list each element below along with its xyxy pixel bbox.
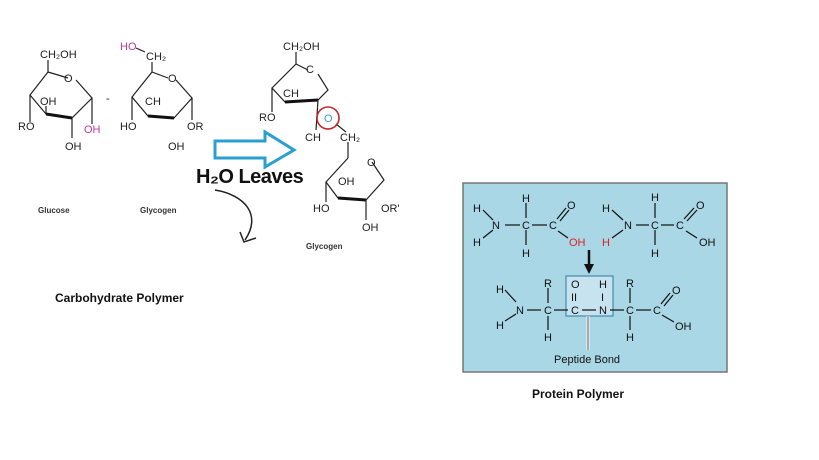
atom-c: C <box>549 220 557 232</box>
atom-h-leaving: H <box>602 237 610 249</box>
atom-n: N <box>624 220 632 232</box>
glycogen-molecule-left: HO CH₂ O CH HO OR OH Glycogen <box>120 41 204 215</box>
atom-oh-leaving: OH <box>569 237 586 249</box>
glucose-oh-pink: OH <box>84 124 101 136</box>
product-or-prime: OR' <box>381 203 400 215</box>
product-oh-bottom: OH <box>362 222 379 234</box>
glucose-label: Glucose <box>38 206 70 215</box>
glucose-ro: RO <box>18 121 35 133</box>
product-ring-o: O <box>367 157 376 169</box>
reaction-arrow-icon <box>213 129 297 170</box>
atom-h: H <box>522 193 530 205</box>
glycogen-ch: CH <box>145 96 161 108</box>
glycosidic-bond-highlight <box>316 106 340 130</box>
atom-h: H <box>522 248 530 260</box>
product-ch2: CH₂ <box>340 132 360 144</box>
glucose-molecule: CH₂OH O OH RO OH OH Glucose <box>18 49 101 215</box>
atom-o: O <box>567 200 576 212</box>
carbohydrate-polymer-title: Carbohydrate Polymer <box>55 291 184 305</box>
glycogen-ch2: CH₂ <box>146 51 166 63</box>
atom-h: H <box>473 203 481 215</box>
glycogen-ring-o: O <box>168 73 177 85</box>
atom-r: R <box>544 278 552 290</box>
atom-oh: OH <box>675 321 692 333</box>
product-ro: RO <box>259 112 276 124</box>
atom-o: O <box>696 200 705 212</box>
atom-h: H <box>496 320 504 332</box>
glycogen-left-label: Glycogen <box>140 206 177 215</box>
glucose-ring-o: O <box>64 73 73 85</box>
glycogen-oh: OH <box>168 141 185 153</box>
atom-n: N <box>516 305 524 317</box>
protein-polymer-title: Protein Polymer <box>532 387 624 401</box>
atom-n: N <box>492 220 500 232</box>
atom-c: C <box>522 220 530 232</box>
double-bond-mark: II <box>571 292 577 304</box>
product-ch-low: CH <box>305 132 321 144</box>
atom-oh: OH <box>699 237 716 249</box>
atom-c: C <box>571 305 579 317</box>
product-ch: CH <box>283 88 299 100</box>
product-oh-inner: OH <box>338 176 355 188</box>
water-leaves-label: H₂O Leaves <box>196 166 304 188</box>
atom-h: H <box>602 203 610 215</box>
atom-h: H <box>626 332 634 344</box>
glucose-oh-inner: OH <box>40 96 57 108</box>
glycogen-product: CH₂OH C CH RO O CH CH₂ O OH HO OR' OH Gl… <box>259 41 400 251</box>
plus-sign: - <box>106 93 110 105</box>
atom-h: H <box>651 248 659 260</box>
product-ch2oh: CH₂OH <box>283 41 320 53</box>
atom-h: H <box>473 237 481 249</box>
product-ho: HO <box>313 203 330 215</box>
curved-arrow-icon <box>214 189 257 243</box>
atom-o: O <box>571 279 580 291</box>
glucose-ch2oh: CH₂OH <box>40 49 77 61</box>
atom-h: H <box>496 284 504 296</box>
atom-n: N <box>599 305 607 317</box>
atom-c: C <box>544 305 552 317</box>
glycogen-or: OR <box>187 121 204 133</box>
atom-o: O <box>672 285 681 297</box>
atom-h: H <box>599 279 607 291</box>
atom-c: C <box>626 305 634 317</box>
atom-c: C <box>653 305 661 317</box>
atom-h: H <box>544 332 552 344</box>
product-c: C <box>306 64 314 76</box>
atom-r: R <box>626 278 634 290</box>
glucose-oh-bottom: OH <box>65 141 82 153</box>
glycosidic-oxygen: O <box>324 113 333 125</box>
glycogen-ho: HO <box>120 121 137 133</box>
atom-c: C <box>651 220 659 232</box>
glycogen-ho-pink: HO <box>120 41 137 53</box>
single-bond-mark: I <box>601 292 604 304</box>
protein-panel: H N H C H H C O OH H N H C H H C O OH H … <box>462 182 728 373</box>
product-label: Glycogen <box>306 242 343 251</box>
atom-c: C <box>676 220 684 232</box>
atom-h: H <box>651 192 659 204</box>
peptide-bond-label: Peptide Bond <box>554 354 620 366</box>
